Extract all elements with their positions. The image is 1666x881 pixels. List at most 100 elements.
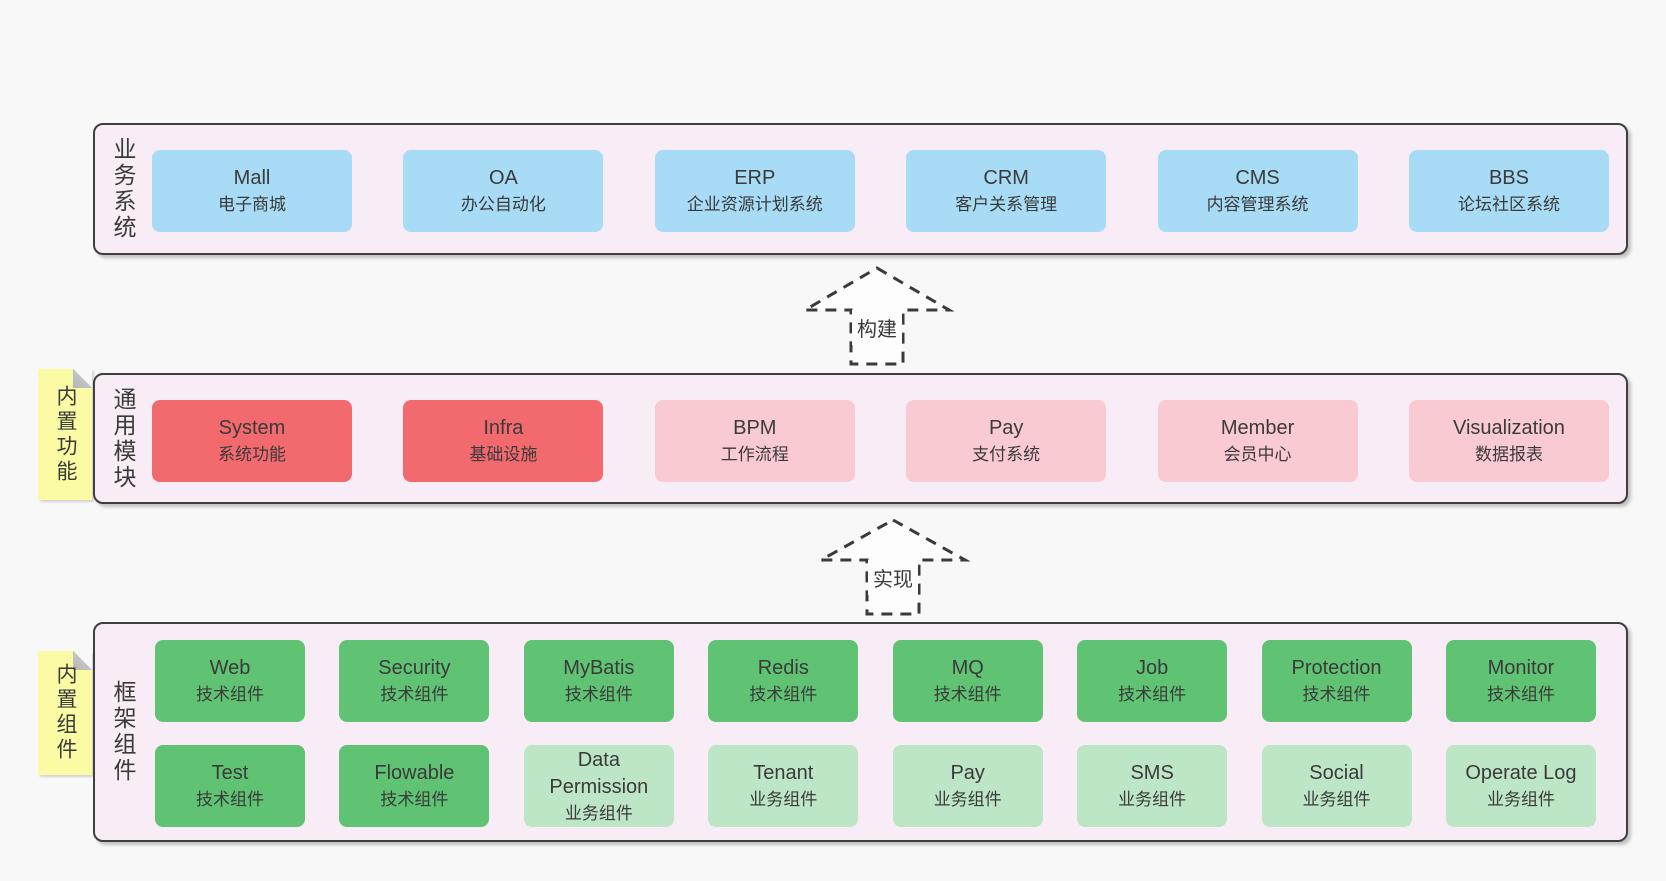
- note-fold-icon: [73, 369, 92, 388]
- panel-framework-components: 框架组件 Web 技术组件 Security 技术组件 MyBatis 技术组件…: [93, 622, 1628, 842]
- panel-business-systems: 业务系统 Mall 电子商城 OA 办公自动化 ERP 企业资源计划系统 CRM…: [93, 123, 1628, 255]
- box-erp: ERP 企业资源计划系统: [654, 150, 855, 232]
- panel-label-common-modules: 通用模块: [110, 386, 136, 491]
- box-title: BPM: [733, 417, 777, 440]
- box-title: Visualization: [1452, 417, 1565, 440]
- framework-components-row-1: Web 技术组件 Security 技术组件 MyBatis 技术组件 Redi…: [155, 640, 1596, 722]
- box-crm: CRM 客户关系管理: [906, 150, 1107, 232]
- box-subtitle: 基础设施: [469, 445, 538, 465]
- box-subtitle: 支付系统: [972, 445, 1041, 465]
- box-pay-component: Pay 业务组件: [892, 745, 1043, 827]
- box-flowable: Flowable 技术组件: [339, 745, 490, 827]
- box-title: Social: [1309, 762, 1364, 785]
- box-subtitle: 业务组件: [933, 790, 1002, 810]
- box-title: Member: [1220, 417, 1295, 440]
- panel-label-business-systems: 业务系统: [110, 137, 136, 241]
- box-mybatis: MyBatis 技术组件: [523, 640, 674, 722]
- box-title: Protection: [1291, 657, 1382, 680]
- box-title: Data Permission: [549, 748, 649, 799]
- box-title: Operate Log: [1465, 762, 1577, 785]
- box-title: CMS: [1235, 167, 1280, 190]
- box-title: SMS: [1130, 762, 1174, 785]
- box-title: MyBatis: [563, 657, 635, 680]
- box-title: Web: [209, 657, 251, 680]
- box-title: Test: [211, 762, 249, 785]
- note-fold-icon: [73, 651, 92, 670]
- box-subtitle: 客户关系管理: [955, 195, 1058, 215]
- box-title: Pay: [950, 762, 985, 785]
- box-subtitle: 技术组件: [196, 790, 264, 810]
- business-systems-row: Mall 电子商城 OA 办公自动化 ERP 企业资源计划系统 CRM 客户关系…: [152, 150, 1609, 232]
- box-subtitle: 技术组件: [1486, 685, 1555, 705]
- box-subtitle: 技术组件: [564, 685, 633, 705]
- box-subtitle: 技术组件: [380, 790, 449, 810]
- box-subtitle: 业务组件: [564, 803, 633, 823]
- note-text: 内置功能: [54, 384, 77, 485]
- box-web: Web 技术组件: [155, 640, 305, 722]
- box-subtitle: 业务组件: [1302, 790, 1371, 810]
- box-oa: OA 办公自动化: [403, 150, 604, 232]
- box-subtitle: 论坛社区系统: [1457, 195, 1560, 215]
- box-security: Security 技术组件: [339, 640, 490, 722]
- box-subtitle: 内容管理系统: [1206, 195, 1309, 215]
- box-subtitle: 业务组件: [749, 790, 818, 810]
- box-protection: Protection 技术组件: [1261, 640, 1412, 722]
- box-title: Infra: [483, 417, 524, 440]
- box-subtitle: 业务组件: [1486, 790, 1555, 810]
- box-visualization: Visualization 数据报表: [1408, 400, 1609, 482]
- box-monitor: Monitor 技术组件: [1445, 640, 1596, 722]
- box-subtitle: 技术组件: [1118, 685, 1187, 705]
- box-cms: CMS 内容管理系统: [1157, 150, 1358, 232]
- box-mall: Mall 电子商城: [152, 150, 352, 232]
- arrow-implement: 实现: [816, 514, 970, 618]
- box-title: BBS: [1488, 167, 1529, 190]
- arrow-label-implement: 实现: [868, 560, 918, 595]
- note-built-in-components: 内置组件: [38, 651, 92, 775]
- box-infra: Infra 基础设施: [403, 400, 604, 482]
- box-subtitle: 电子商城: [218, 195, 286, 215]
- framework-components-row-2: Test 技术组件 Flowable 技术组件 Data Permission …: [155, 745, 1596, 827]
- panel-common-modules: 通用模块 System 系统功能 Infra 基础设施 BPM 工作流程 Pay…: [93, 373, 1628, 504]
- box-title: Monitor: [1487, 657, 1555, 680]
- box-subtitle: 技术组件: [380, 685, 449, 705]
- box-title: Mall: [233, 167, 271, 190]
- box-title: Job: [1135, 657, 1169, 680]
- box-subtitle: 系统功能: [218, 445, 286, 465]
- box-title: MQ: [951, 657, 984, 680]
- box-subtitle: 会员中心: [1223, 445, 1292, 465]
- box-title: Redis: [757, 657, 809, 680]
- box-data-permission: Data Permission 业务组件: [523, 745, 674, 827]
- box-title: Tenant: [753, 762, 814, 785]
- box-social: Social 业务组件: [1261, 745, 1412, 827]
- box-bbs: BBS 论坛社区系统: [1408, 150, 1609, 232]
- arrow-label-build: 构建: [852, 310, 902, 345]
- box-mq: MQ 技术组件: [892, 640, 1043, 722]
- box-title: ERP: [734, 167, 776, 190]
- box-title: OA: [488, 167, 518, 190]
- box-tenant: Tenant 业务组件: [708, 745, 859, 827]
- arrow-build: 构建: [800, 264, 954, 368]
- box-subtitle: 数据报表: [1474, 445, 1543, 465]
- common-modules-row: System 系统功能 Infra 基础设施 BPM 工作流程 Pay 支付系统…: [152, 400, 1609, 482]
- box-subtitle: 技术组件: [749, 685, 818, 705]
- box-member: Member 会员中心: [1157, 400, 1358, 482]
- box-title: Flowable: [374, 762, 455, 785]
- box-test: Test 技术组件: [155, 745, 305, 827]
- box-subtitle: 技术组件: [1302, 685, 1371, 705]
- note-built-in-features: 内置功能: [38, 369, 92, 500]
- box-pay-system: Pay 支付系统: [906, 400, 1107, 482]
- box-subtitle: 办公自动化: [460, 195, 546, 215]
- box-title: Security: [378, 657, 451, 680]
- box-operate-log: Operate Log 业务组件: [1445, 745, 1596, 827]
- box-subtitle: 工作流程: [720, 445, 789, 465]
- box-redis: Redis 技术组件: [708, 640, 859, 722]
- box-title: CRM: [983, 167, 1029, 190]
- box-system: System 系统功能: [152, 400, 352, 482]
- box-subtitle: 业务组件: [1118, 790, 1187, 810]
- box-subtitle: 技术组件: [196, 685, 264, 705]
- note-text: 内置组件: [54, 663, 77, 763]
- box-subtitle: 技术组件: [933, 685, 1002, 705]
- box-sms: SMS 业务组件: [1077, 745, 1228, 827]
- box-subtitle: 企业资源计划系统: [686, 195, 823, 215]
